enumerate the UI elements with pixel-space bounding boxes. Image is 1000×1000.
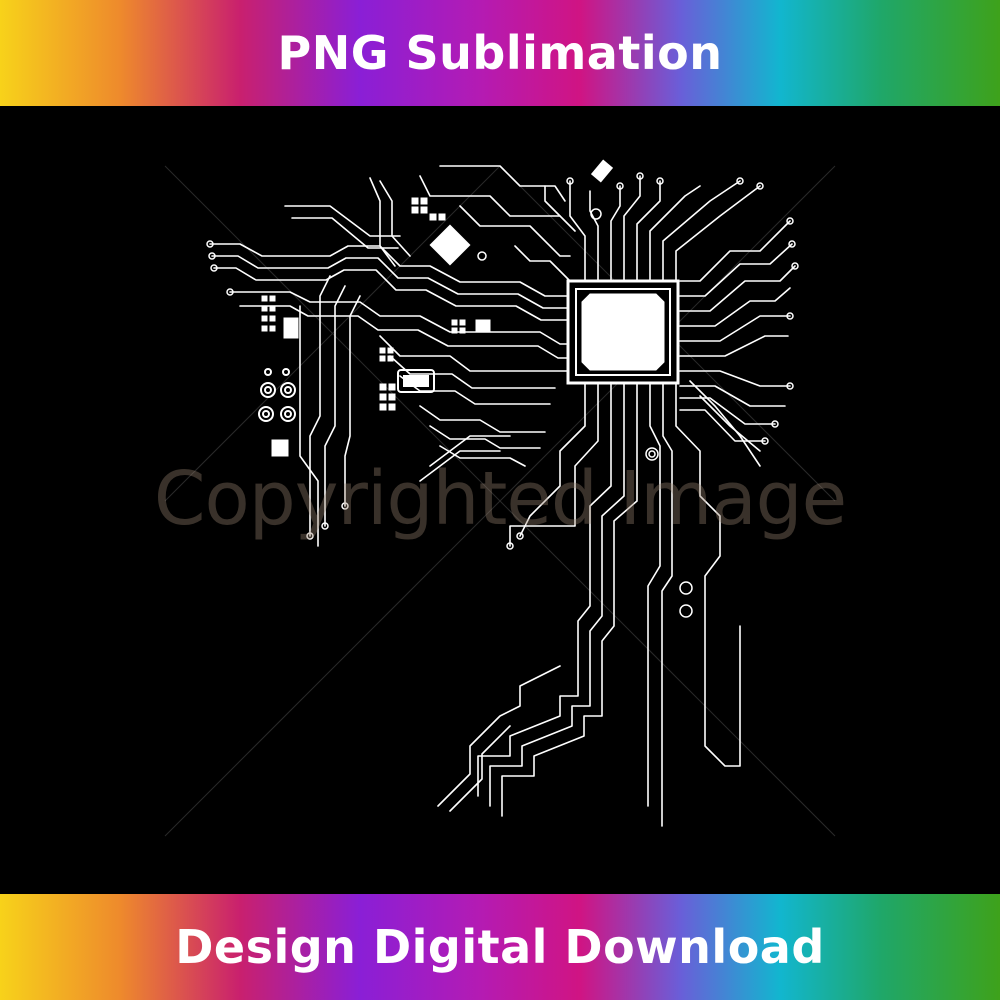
copyright-watermark: Copyrighted Image (153, 456, 847, 542)
circuit-board-cpu-icon (164, 159, 836, 837)
cpu-chip (566, 279, 680, 385)
capacitor-cluster (258, 368, 296, 422)
bottom-banner: Design Digital Download (0, 894, 1000, 1000)
bottom-banner-title: Design Digital Download (175, 920, 825, 974)
circuit-components (261, 159, 614, 457)
circuit-pads (206, 172, 799, 618)
watermark-lines (164, 165, 836, 837)
oscillator-component (397, 369, 435, 393)
artwork-canvas: Copyrighted Image (0, 106, 1000, 894)
top-banner: PNG Sublimation (0, 0, 1000, 106)
circuit-traces (209, 165, 796, 827)
top-banner-title: PNG Sublimation (277, 26, 723, 80)
